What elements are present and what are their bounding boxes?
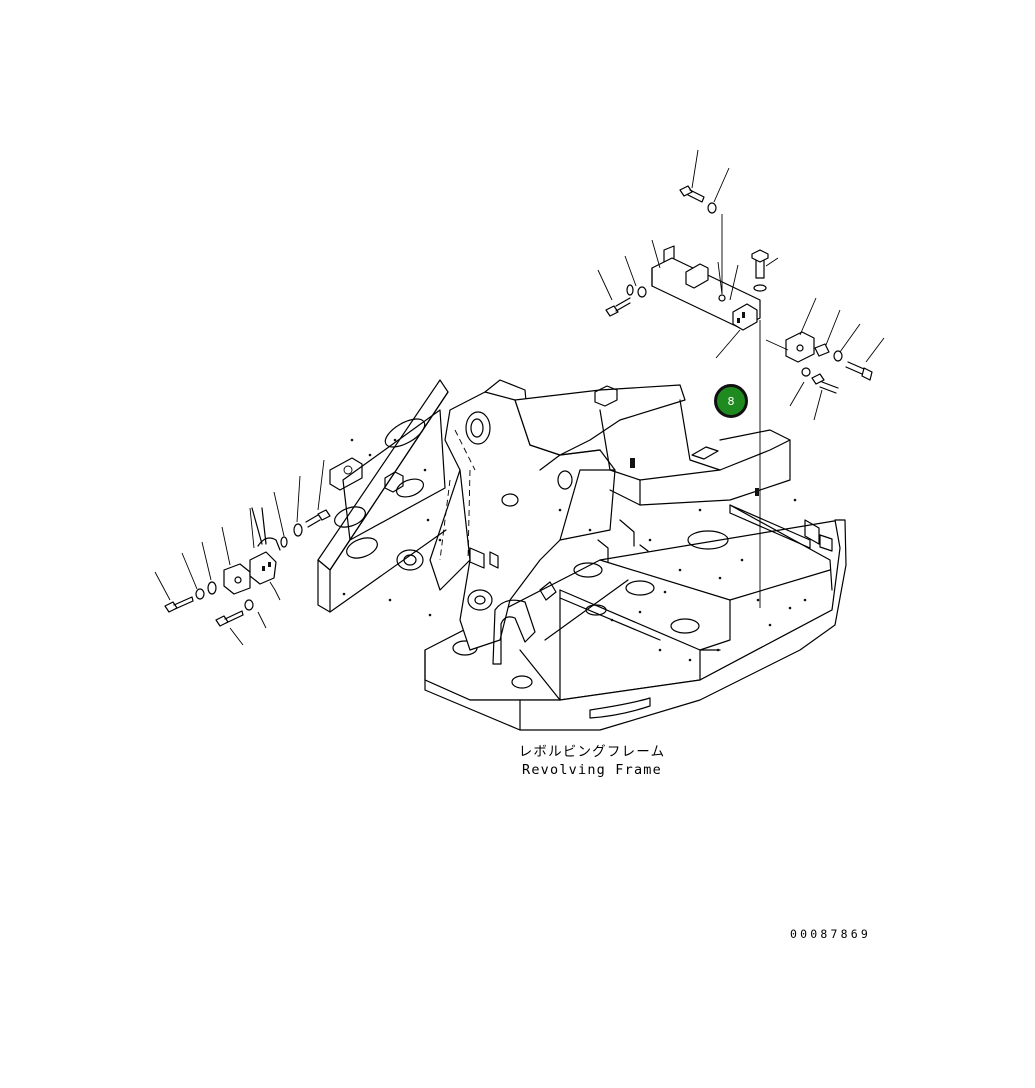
bolt-left-lower <box>164 596 194 613</box>
washer-vertical <box>753 284 767 292</box>
left-bracket-assembly <box>154 459 331 646</box>
bracket-left <box>223 563 251 595</box>
washer-top <box>707 202 717 214</box>
right-bracket-assembly <box>597 149 885 608</box>
callout-marker: 8 <box>714 384 748 418</box>
washer-right-3 <box>833 350 843 362</box>
bolt-right-lower <box>811 373 839 394</box>
bolt-vertical <box>751 249 769 279</box>
revolving-frame <box>317 379 847 731</box>
washer-1 <box>195 588 205 600</box>
bolt-top <box>679 185 705 203</box>
washer-right-1 <box>637 286 647 298</box>
washer-2 <box>207 581 217 595</box>
bracket-right <box>785 331 815 363</box>
washer-4 <box>280 536 288 548</box>
bolt-right-left <box>605 297 631 317</box>
bolt-left-upper <box>215 610 244 627</box>
drawing-code: 00087869 <box>790 927 871 941</box>
washer-3 <box>244 599 254 611</box>
washer-5 <box>293 523 303 537</box>
callout-marker-label: 8 <box>727 394 735 408</box>
bolt-right-side <box>845 361 873 381</box>
washer-right-2 <box>626 284 634 296</box>
frame-caption-jp: レボルビングフレーム <box>518 744 666 760</box>
frame-caption-en: Revolving Frame <box>522 762 662 778</box>
bolt-left-top <box>305 509 331 528</box>
washer-right-4 <box>801 367 811 377</box>
